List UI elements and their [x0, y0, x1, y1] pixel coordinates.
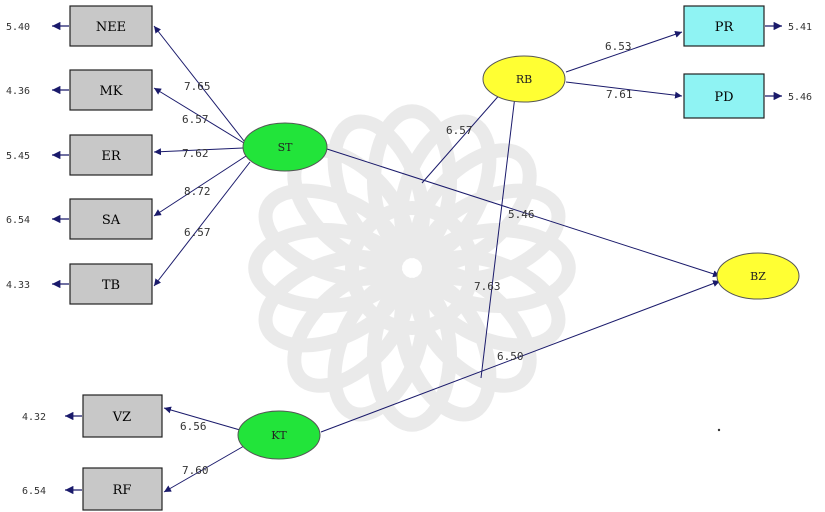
indicator-tb[interactable]: TB	[69, 263, 153, 305]
latent-label: RB	[516, 73, 532, 86]
error-value-pd: 5.46	[788, 92, 812, 103]
loading-er: 7.62	[182, 147, 209, 160]
path-rb-pd	[565, 81, 683, 99]
path-coef-kt-rb: 7.63	[474, 280, 501, 293]
indicator-label: PD	[714, 90, 733, 105]
stray-dot	[717, 428, 721, 432]
path-st-bz	[326, 148, 721, 278]
error-value-nee: 5.40	[6, 22, 30, 33]
indicator-sa[interactable]: SA	[69, 198, 153, 240]
indicator-label: RF	[113, 483, 132, 498]
path-kt-bz	[320, 280, 721, 433]
latent-label: ST	[278, 141, 294, 154]
loading-rf: 7.60	[182, 464, 209, 477]
path-coef-st-rb: 6.57	[446, 124, 473, 137]
indicator-label: PR	[715, 20, 735, 35]
path-st-mk	[153, 87, 245, 144]
path-st-sa	[153, 155, 247, 217]
indicator-pr[interactable]: PR	[683, 5, 765, 47]
indicator-label: TB	[102, 278, 120, 293]
latent-st[interactable]: ST	[242, 122, 328, 172]
path-kt-rf	[163, 445, 245, 493]
loading-pd: 7.61	[606, 88, 633, 101]
indicator-label: VZ	[112, 410, 131, 425]
loading-pr: 6.53	[605, 40, 632, 53]
indicator-pd[interactable]: PD	[683, 73, 765, 119]
indicator-mk[interactable]: MK	[69, 69, 153, 111]
error-values: 5.40 4.36 5.45 6.54 4.33 4.32 6.54 5.41 …	[6, 22, 812, 497]
latent-label: BZ	[750, 270, 766, 283]
path-st-rb	[421, 91, 503, 184]
indicator-label: ER	[101, 149, 121, 164]
path-kt-rb	[480, 95, 516, 379]
path-st-tb	[153, 161, 251, 287]
loading-vz: 6.56	[180, 420, 207, 433]
latent-rb[interactable]: RB	[482, 55, 566, 103]
indicator-label: NEE	[96, 20, 126, 35]
loading-sa: 8.72	[184, 185, 211, 198]
error-arrows	[52, 21, 782, 495]
latent-label: KT	[271, 429, 287, 442]
indicator-label: SA	[102, 213, 121, 228]
indicator-nee[interactable]: NEE	[69, 5, 153, 47]
indicator-label: MK	[99, 84, 122, 99]
loading-nee: 7.65	[184, 80, 211, 93]
error-value-er: 5.45	[6, 151, 30, 162]
coefficients: 7.65 6.57 7.62 8.72 6.57 6.56 7.60 6.53 …	[180, 40, 633, 477]
loading-mk: 6.57	[182, 113, 209, 126]
error-value-rf: 6.54	[22, 486, 46, 497]
latent-bz[interactable]: BZ	[716, 252, 800, 300]
path-coef-st-bz: 5.46	[508, 208, 535, 221]
error-value-vz: 4.32	[22, 412, 46, 423]
indicator-vz[interactable]: VZ	[82, 394, 163, 438]
path-kt-vz	[163, 406, 241, 431]
error-value-sa: 6.54	[6, 215, 30, 226]
latent-kt[interactable]: KT	[237, 410, 321, 460]
path-coef-kt-bz: 6.50	[497, 350, 524, 363]
path-lines	[153, 25, 721, 493]
error-value-pr: 5.41	[788, 22, 812, 33]
indicator-er[interactable]: ER	[69, 134, 153, 176]
path-st-nee	[153, 25, 245, 142]
loading-tb: 6.57	[184, 226, 211, 239]
path-rb-pr	[565, 30, 683, 73]
error-value-mk: 4.36	[6, 86, 30, 97]
indicator-rf[interactable]: RF	[82, 467, 163, 511]
error-value-tb: 4.33	[6, 280, 30, 291]
path-st-er	[153, 147, 244, 156]
